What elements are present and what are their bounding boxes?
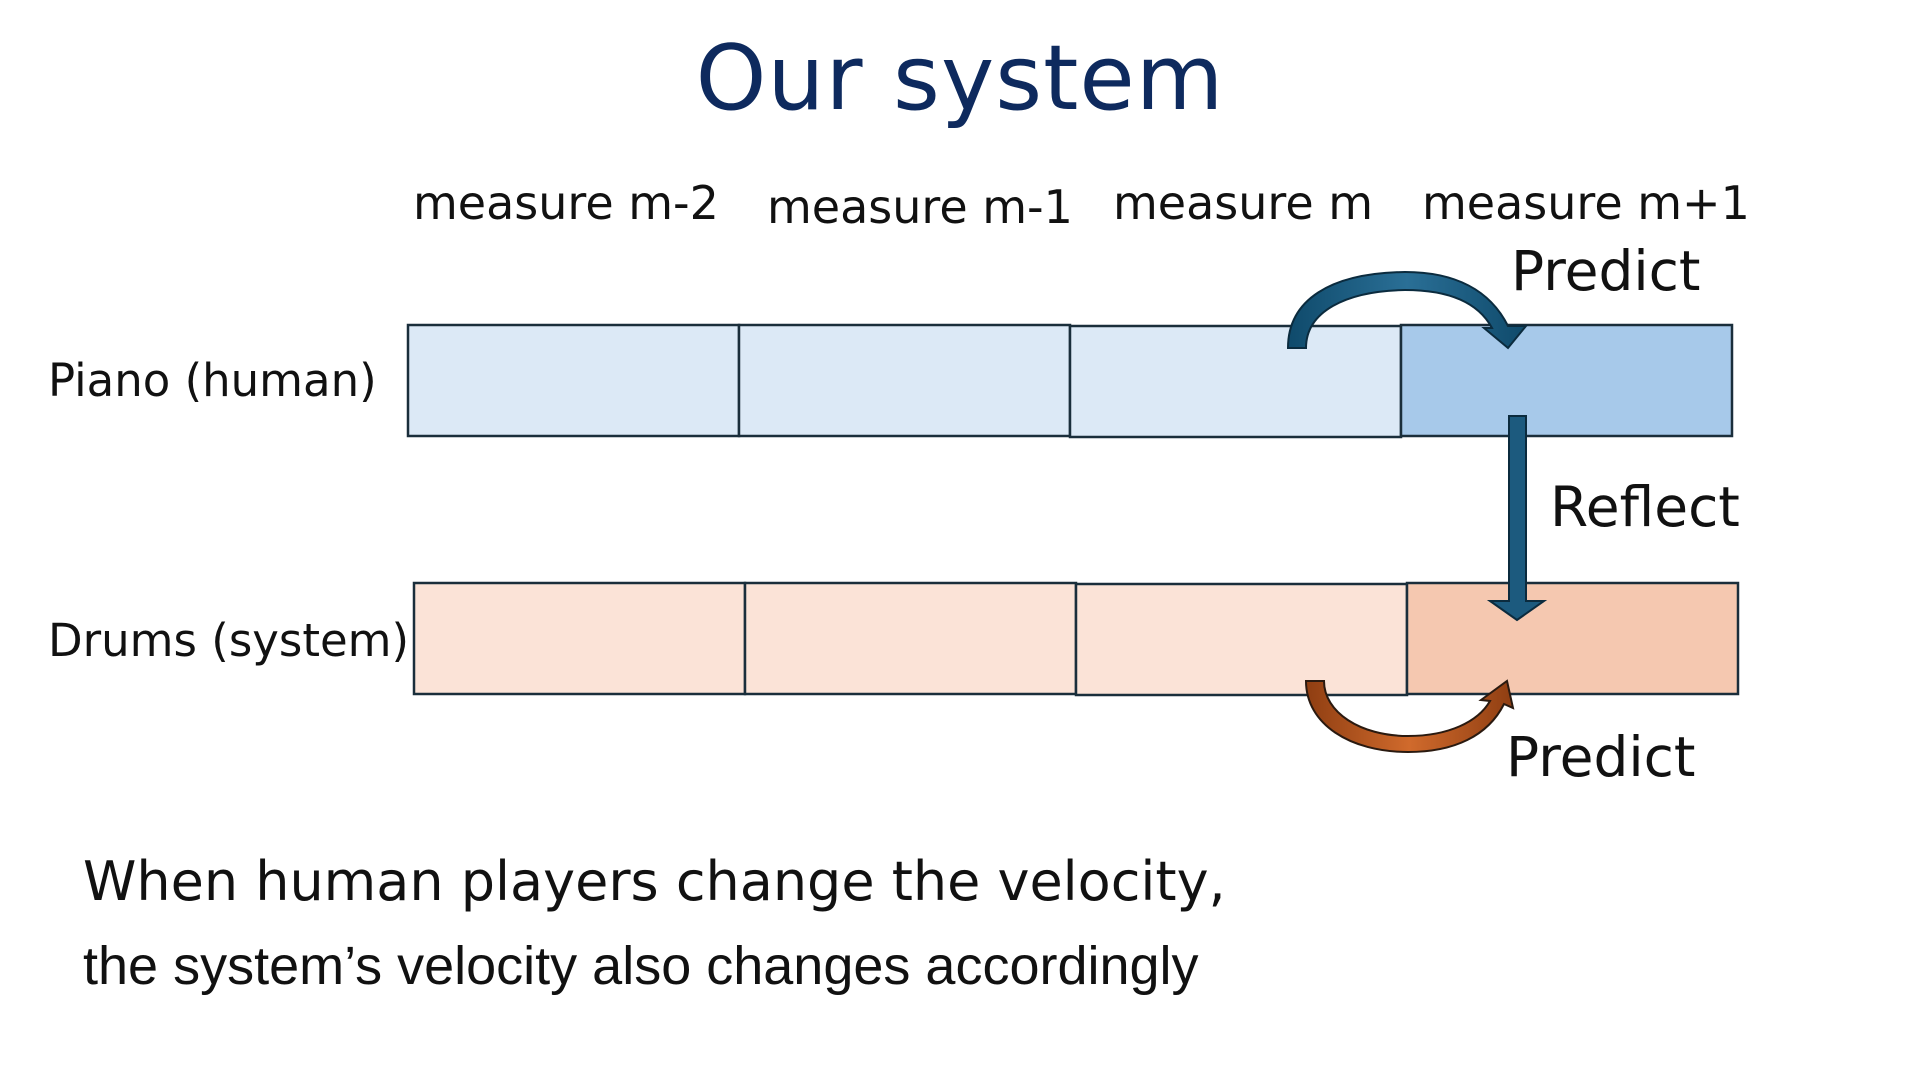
measure-label-m-1: measure m-1 bbox=[767, 180, 1073, 234]
reflect-label: Reflect bbox=[1550, 475, 1740, 539]
piano-cell-m bbox=[1068, 324, 1403, 439]
measure-label-m-plus-1: measure m+1 bbox=[1422, 176, 1750, 230]
measure-label-m-2: measure m-2 bbox=[413, 176, 719, 230]
drums-cell-m-2 bbox=[412, 581, 747, 696]
drums-cell-m-plus-1 bbox=[1405, 581, 1740, 696]
drums-track bbox=[412, 581, 1740, 697]
drums-row-label: Drums (system) bbox=[48, 614, 410, 667]
piano-cell-m-plus-1 bbox=[1399, 323, 1734, 438]
measure-label-m: measure m bbox=[1113, 176, 1374, 230]
drums-predict-label: Predict bbox=[1506, 725, 1696, 789]
piano-predict-curved-arrow bbox=[1286, 270, 1529, 350]
caption-line-2: the system’s velocity also changes accor… bbox=[83, 936, 1199, 996]
caption-line-1: When human players change the velocity, bbox=[83, 850, 1226, 913]
piano-cell-m-2 bbox=[406, 323, 741, 438]
piano-predict-label: Predict bbox=[1511, 239, 1701, 303]
reflect-down-arrow bbox=[1486, 415, 1548, 622]
piano-row-label: Piano (human) bbox=[48, 354, 377, 407]
piano-cell-m-1 bbox=[737, 323, 1072, 438]
drums-cell-m bbox=[1074, 582, 1409, 697]
drums-cell-m-1 bbox=[743, 581, 1078, 696]
drums-predict-curved-arrow bbox=[1304, 679, 1515, 754]
slide-title: Our system bbox=[695, 26, 1225, 131]
piano-track bbox=[406, 323, 1734, 439]
caption: When human players change the velocity, … bbox=[83, 840, 1226, 1008]
